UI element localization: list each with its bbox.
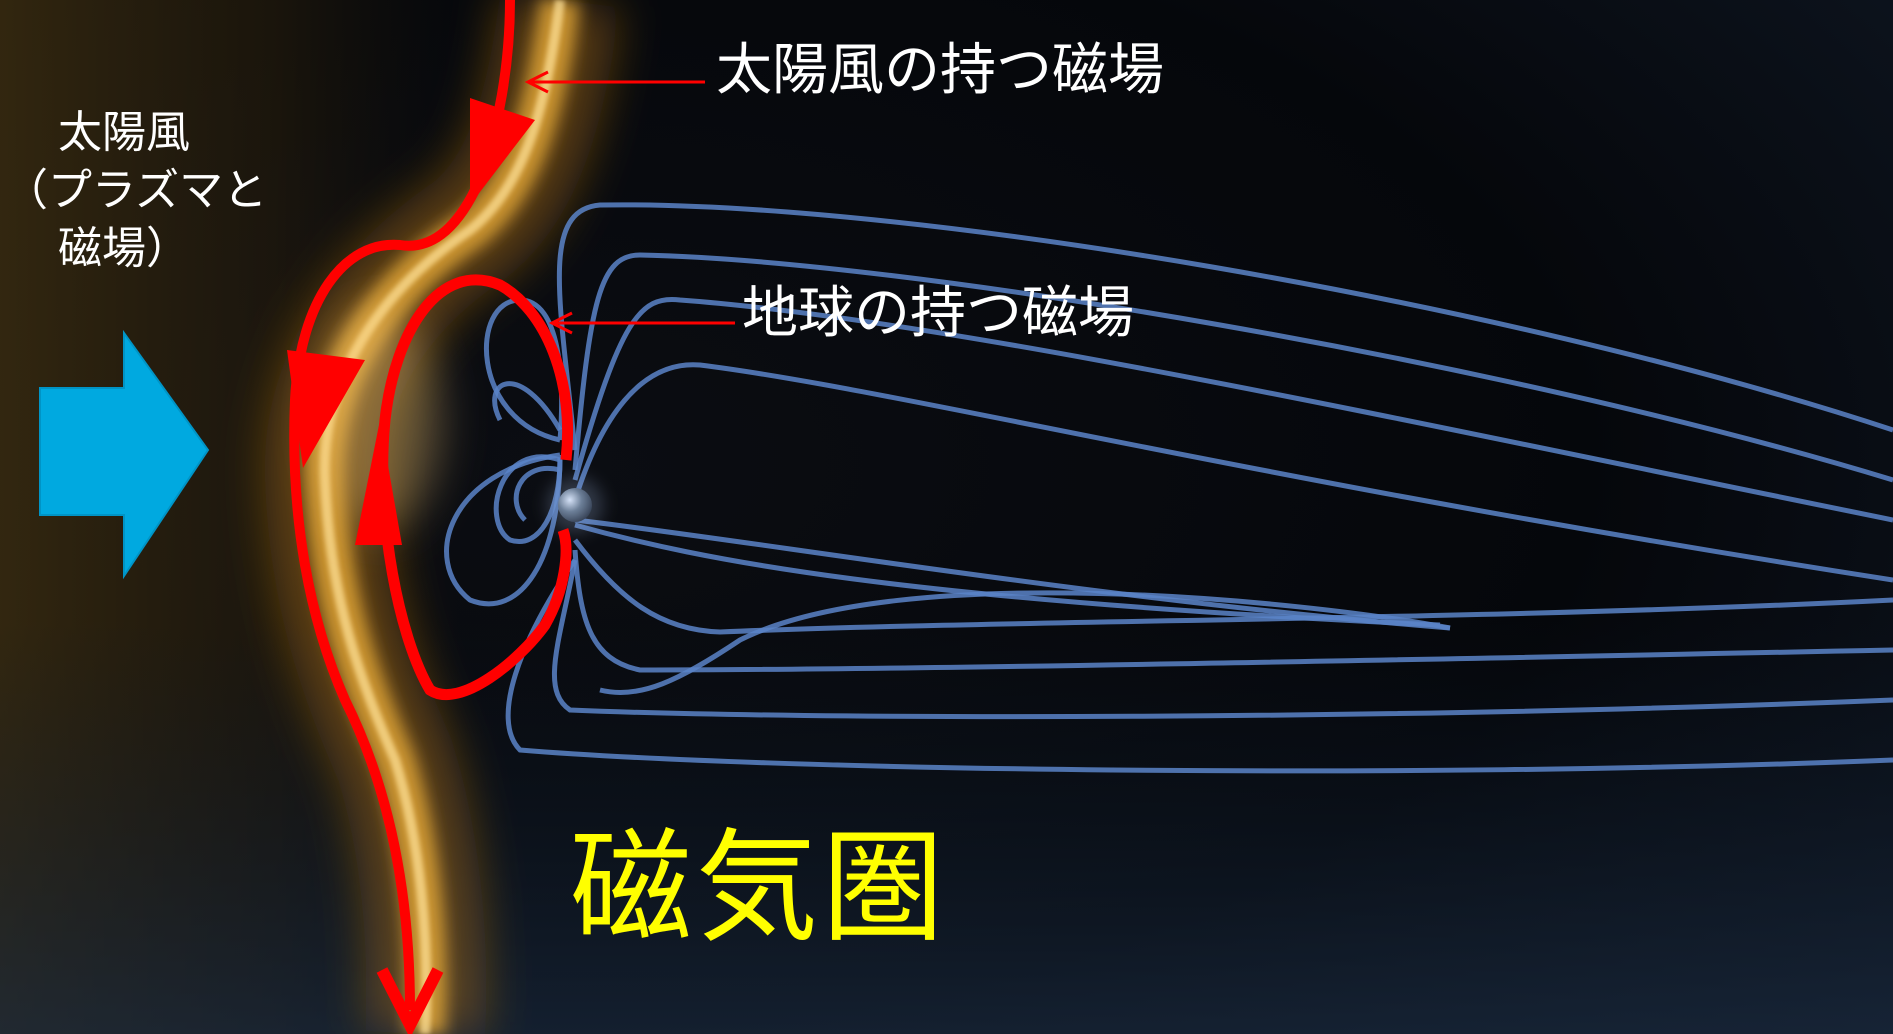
red-arrowhead-top: [470, 98, 535, 205]
earth-field-loop: [355, 274, 574, 701]
pointer-earth-field: [548, 311, 735, 335]
solar-wind-arrow: [39, 329, 210, 580]
solar-wind-field-line: [287, 0, 535, 1034]
earth: [547, 477, 603, 533]
red-arrowhead-left: [287, 350, 365, 468]
solar-wind-label: 太陽風 （プラズマと 磁場）: [4, 104, 268, 278]
pointer-solar-field: [524, 70, 705, 94]
solar-wind-label-line3: 磁場）: [58, 223, 190, 274]
solar-wind-label-line1: 太陽風: [58, 107, 190, 158]
magnetosphere-label: 磁気圏: [570, 817, 948, 959]
field-lines: [444, 202, 1893, 774]
solar-wind-label-line2: （プラズマと: [4, 165, 268, 216]
earth-field-label: 地球の持つ磁場: [742, 281, 1134, 346]
red-arrowhead-bottom: [376, 967, 444, 1034]
red-arrowhead-loop: [355, 420, 402, 545]
solar-wind-field-label: 太陽風の持つ磁場: [716, 38, 1164, 103]
